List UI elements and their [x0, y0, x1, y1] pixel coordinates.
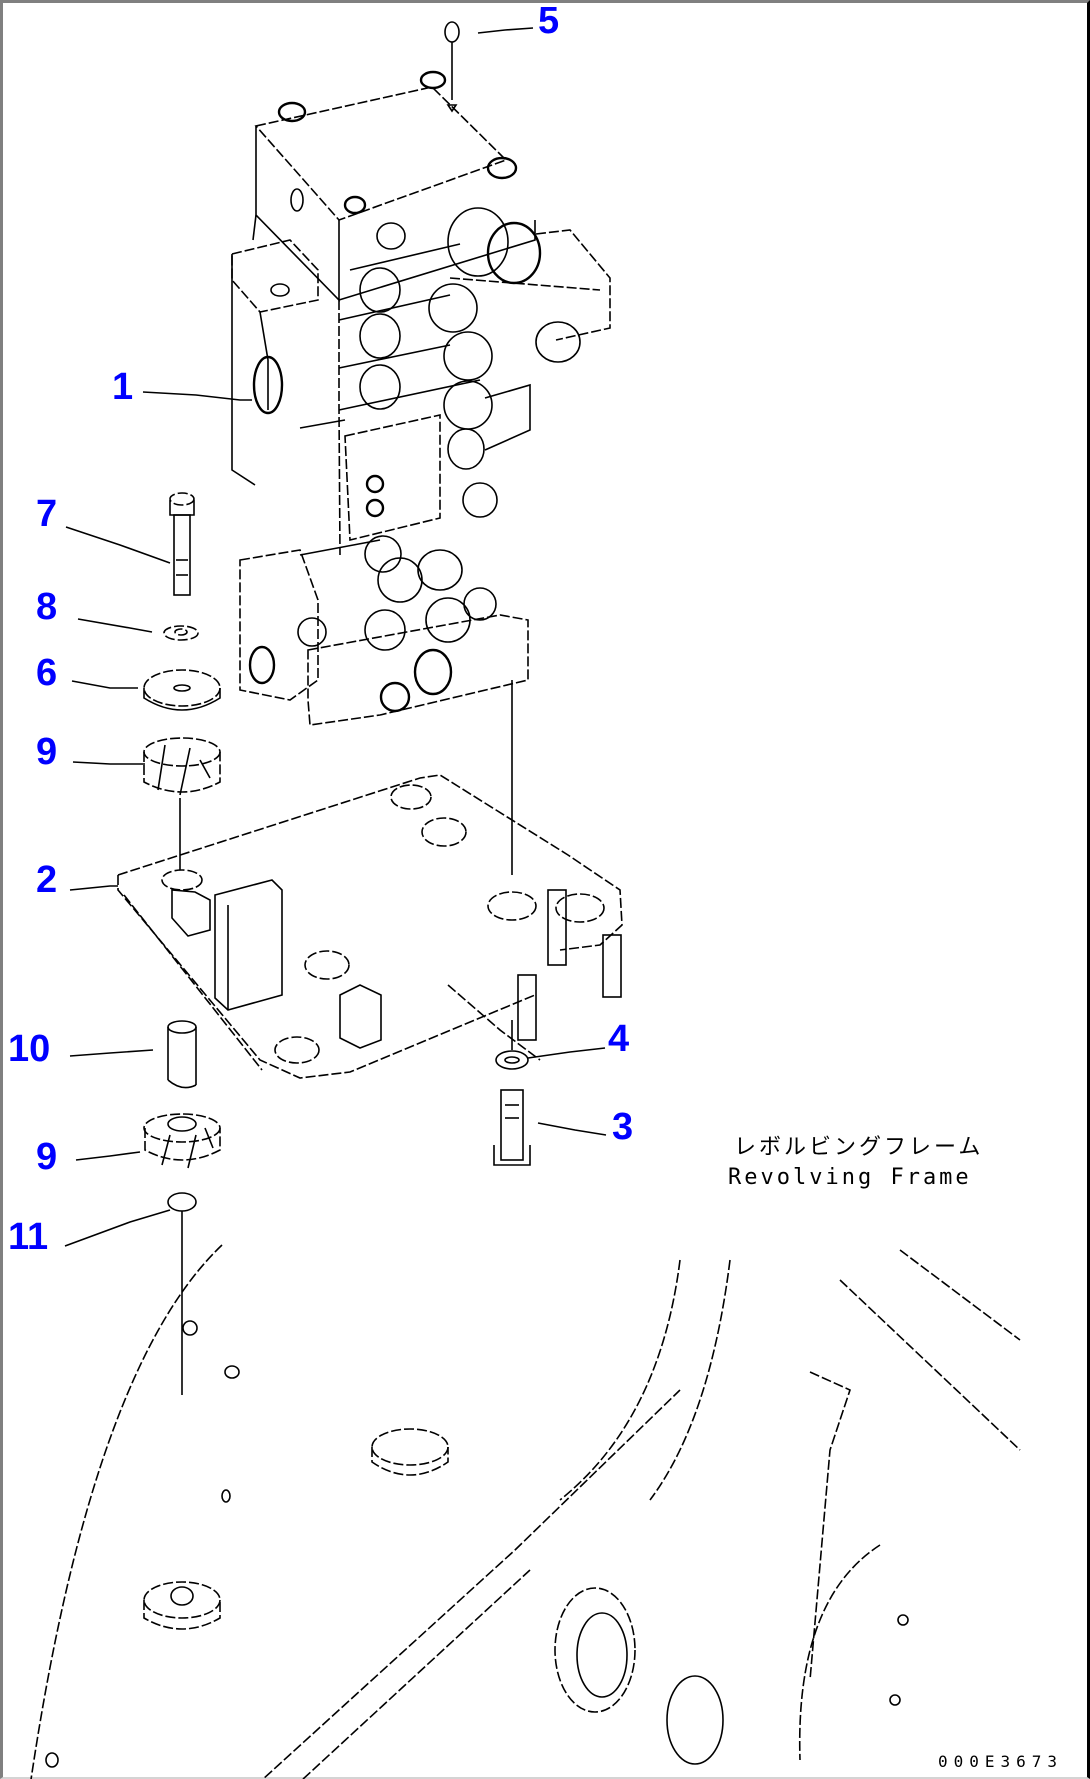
part-4-washer — [495, 1020, 529, 1070]
part-7-bolt — [169, 492, 195, 596]
callout-7[interactable]: 7 — [36, 493, 58, 535]
leader-lines — [64, 27, 607, 1247]
leader-10 — [69, 1049, 154, 1057]
leader-6 — [71, 680, 138, 689]
part-6-plate — [143, 669, 221, 711]
leader-9-upper — [72, 761, 145, 765]
revolving-frame — [30, 1244, 1021, 1779]
callout-11[interactable]: 11 — [8, 1216, 49, 1258]
callout-3[interactable]: 3 — [612, 1106, 634, 1148]
callout-5[interactable]: 5 — [538, 0, 560, 42]
part-8-washer — [163, 625, 199, 641]
part-9-cushion-upper — [143, 737, 221, 796]
leader-11 — [64, 1209, 171, 1247]
leader-5 — [477, 27, 534, 34]
callout-6[interactable]: 6 — [36, 652, 58, 694]
callout-9-upper[interactable]: 9 — [36, 731, 58, 773]
part-5-bolt — [444, 21, 460, 113]
drawing-code: 000E3673 — [938, 1752, 1064, 1771]
part-2-mounting-plate — [117, 774, 623, 1079]
leader-9-lower — [75, 1151, 141, 1161]
callout-8[interactable]: 8 — [36, 586, 58, 628]
part-9-cushion-lower — [143, 1113, 221, 1169]
part-10-bushing — [167, 1020, 197, 1089]
leader-1 — [142, 391, 252, 401]
leader-8 — [77, 618, 153, 633]
callout-2[interactable]: 2 — [36, 859, 58, 901]
frame-note-japanese: レボルビングフレーム — [734, 1135, 984, 1160]
leader-4 — [527, 1047, 606, 1059]
leader-7 — [65, 526, 171, 564]
callout-1[interactable]: 1 — [112, 366, 134, 408]
frame-note-english: Revolving Frame — [728, 1165, 972, 1190]
part-11-washer — [167, 1192, 197, 1395]
leader-3 — [537, 1122, 607, 1136]
callout-4[interactable]: 4 — [608, 1018, 630, 1060]
part-1-control-valve — [231, 70, 611, 875]
leader-2 — [69, 885, 118, 891]
part-3-bolt — [493, 1089, 531, 1166]
callout-9-lower[interactable]: 9 — [36, 1136, 58, 1178]
callout-10[interactable]: 10 — [8, 1028, 51, 1070]
